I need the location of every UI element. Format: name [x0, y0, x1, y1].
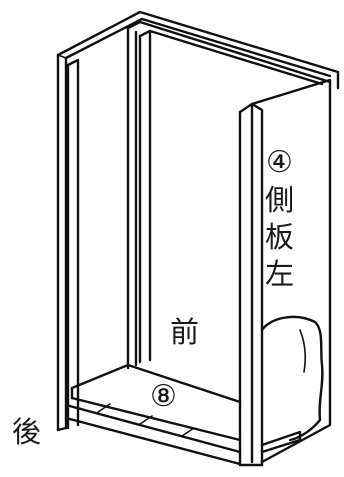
bottom-panel-number-label: ⑧	[150, 379, 177, 414]
bottom-panel-8	[64, 363, 302, 466]
side-panel-number-label: ④	[266, 145, 293, 180]
front-label: 前	[170, 315, 200, 349]
center-back-post	[126, 26, 152, 370]
left-side-panel	[56, 53, 80, 432]
base-outline	[56, 426, 264, 467]
back-label: 後	[12, 415, 42, 449]
side-panel-char-1-label: 側	[265, 183, 295, 217]
right-side-panel-4	[238, 78, 332, 467]
top-back-frame	[56, 10, 340, 90]
side-panel-char-3-label: 左	[265, 257, 295, 291]
side-panel-char-2-label: 板	[265, 220, 295, 254]
